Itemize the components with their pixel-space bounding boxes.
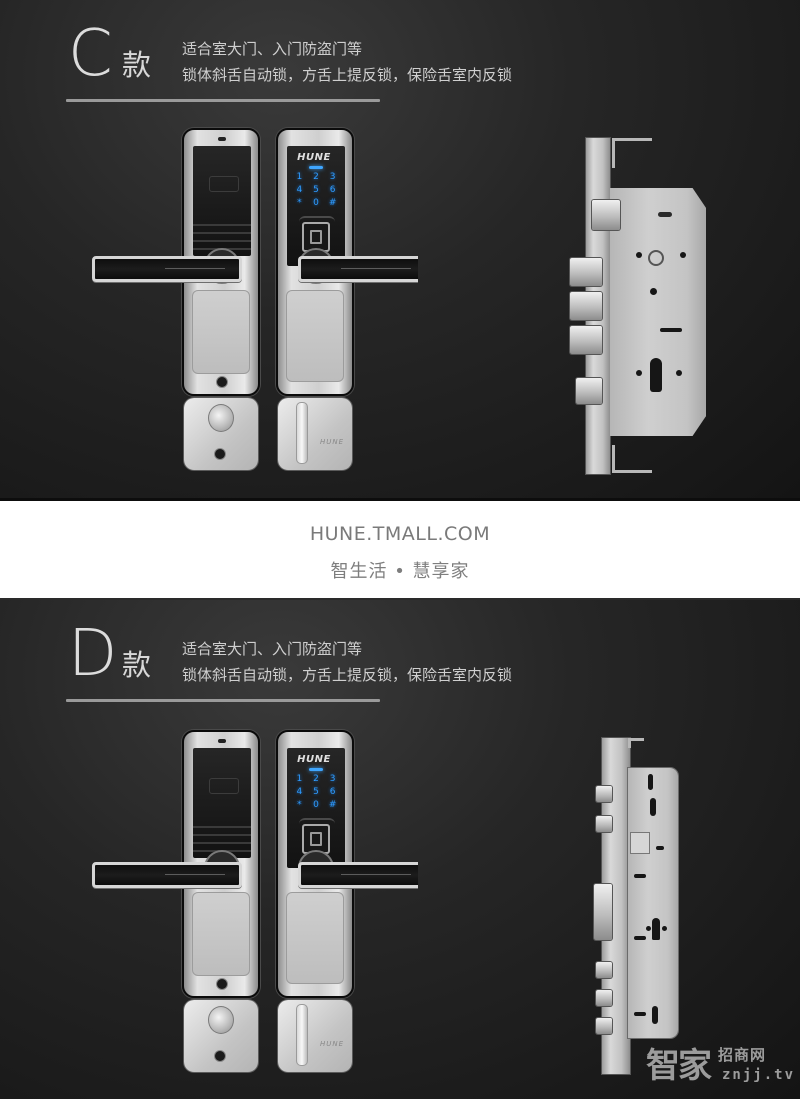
key-4[interactable]: 4 [296, 787, 303, 797]
mortise-case [610, 188, 706, 436]
model-c-section: C 款 适合室大门、入门防盗门等 锁体斜舌自动锁，方舌上提反锁，保险舌室内反锁 [0, 0, 800, 498]
store-url: HUNE.TMALL.COM [309, 523, 491, 545]
watermark-big-text: 智家 [646, 1046, 712, 1086]
thumb-turn-plate: HUNE [278, 398, 352, 470]
battery-cover [193, 146, 251, 256]
model-suffix: 款 [122, 648, 152, 682]
key-5[interactable]: 5 [313, 185, 319, 195]
thumb-turn-plate: HUNE [278, 1000, 352, 1072]
key-0[interactable]: 0 [313, 800, 319, 810]
fingerprint-icon [310, 230, 322, 244]
model-description: 适合室大门、入门防盗门等 锁体斜舌自动锁，方舌上提反锁，保险舌室内反锁 [182, 36, 512, 88]
brand-logo: HUNE [297, 152, 331, 163]
fingerprint-icon [310, 832, 322, 846]
key-2[interactable]: 2 [313, 774, 319, 784]
thumb-turn-icon[interactable] [296, 402, 308, 464]
mortise-case [628, 768, 678, 1038]
battery-cover [193, 748, 251, 858]
outdoor-handle[interactable] [298, 256, 418, 282]
screw-icon [216, 376, 228, 388]
card-reader-icon [209, 176, 239, 192]
screw-icon [214, 1050, 226, 1062]
key-0[interactable]: 0 [313, 198, 319, 208]
guard-bolt [576, 378, 602, 404]
key-hash[interactable]: # [328, 800, 337, 810]
watermark-small-text: 招商网 [718, 1046, 767, 1064]
screw-icon [214, 448, 226, 460]
heading-underline [66, 699, 380, 702]
dead-bolt [570, 292, 602, 320]
spindle-housing [630, 832, 650, 854]
model-d-section: D 款 适合室大门、入门防盗门等 锁体斜舌自动锁，方舌上提反锁，保险舌室内反锁 [0, 600, 800, 1099]
touch-keypad[interactable]: 1 2 3 4 5 6 * 0 # [291, 172, 341, 209]
slogan: 智生活 • 慧享家 [330, 561, 470, 582]
key-4[interactable]: 4 [296, 185, 303, 195]
key-3[interactable]: 3 [329, 774, 336, 784]
hook-bolt [596, 786, 612, 802]
key-6[interactable]: 6 [329, 787, 336, 797]
fingerprint-sensor[interactable] [302, 824, 330, 854]
model-letter: C [68, 17, 113, 91]
key-cylinder-icon [208, 1006, 234, 1034]
indoor-handle[interactable] [92, 862, 242, 888]
outdoor-handle[interactable] [298, 862, 418, 888]
watermark-url: znjj.tv [722, 1067, 796, 1083]
keypad-screen: HUNE 1 2 3 4 5 6 * 0 # [287, 146, 345, 266]
description-line-1: 适合室大门、入门防盗门等 [182, 40, 363, 58]
card-reader-icon [209, 778, 239, 794]
model-letter: D [68, 617, 117, 691]
thumb-turn-icon[interactable] [296, 1004, 308, 1066]
dead-bolt [570, 258, 602, 286]
cylinder-hole [652, 918, 660, 940]
divider-band: HUNE.TMALL.COM 智生活 • 慧享家 [0, 498, 800, 600]
description-line-2: 锁体斜舌自动锁，方舌上提反锁，保险舌室内反锁 [182, 66, 513, 84]
screw-icon [216, 978, 228, 990]
thumb-cylinder-plate [184, 1000, 258, 1072]
indoor-handle[interactable] [92, 256, 242, 282]
key-hash[interactable]: # [328, 198, 337, 208]
indicator-slot [218, 137, 226, 141]
spindle-hole [648, 250, 664, 266]
latch-bolt [594, 884, 612, 940]
key-cylinder-icon [208, 404, 234, 432]
hook-bolt [596, 816, 612, 832]
description-line-1: 适合室大门、入门防盗门等 [182, 640, 363, 658]
mortise-lock-body [560, 130, 706, 480]
dead-bolt [596, 962, 612, 978]
model-suffix: 款 [122, 48, 152, 82]
key-3[interactable]: 3 [329, 172, 336, 182]
status-led [309, 166, 323, 169]
key-5[interactable]: 5 [313, 787, 319, 797]
latch-bolt [592, 200, 620, 230]
indicator-slot [218, 739, 226, 743]
description-line-2: 锁体斜舌自动锁，方舌上提反锁，保险舌室内反锁 [182, 666, 513, 684]
dead-bolt [596, 990, 612, 1006]
watermark-logo: 智家 招商网 znjj.tv [646, 1046, 796, 1086]
key-1[interactable]: 1 [296, 774, 303, 784]
key-star[interactable]: * [297, 198, 302, 208]
model-description: 适合室大门、入门防盗门等 锁体斜舌自动锁，方舌上提反锁，保险舌室内反锁 [182, 636, 512, 688]
thumb-cylinder-plate [184, 398, 258, 470]
key-star[interactable]: * [297, 800, 302, 810]
touch-keypad[interactable]: 1 2 3 4 5 6 * 0 # [291, 774, 341, 811]
cylinder-hole [650, 358, 662, 392]
mortise-lock-body [590, 734, 690, 1074]
key-2[interactable]: 2 [313, 172, 319, 182]
key-1[interactable]: 1 [296, 172, 303, 182]
dead-bolt [570, 326, 602, 354]
keypad-screen: HUNE 1 2 3 4 5 6 * 0 # [287, 748, 345, 868]
dead-bolt [596, 1018, 612, 1034]
key-6[interactable]: 6 [329, 185, 336, 195]
brand-logo: HUNE [297, 754, 331, 765]
status-led [309, 768, 323, 771]
heading-underline [66, 99, 380, 102]
